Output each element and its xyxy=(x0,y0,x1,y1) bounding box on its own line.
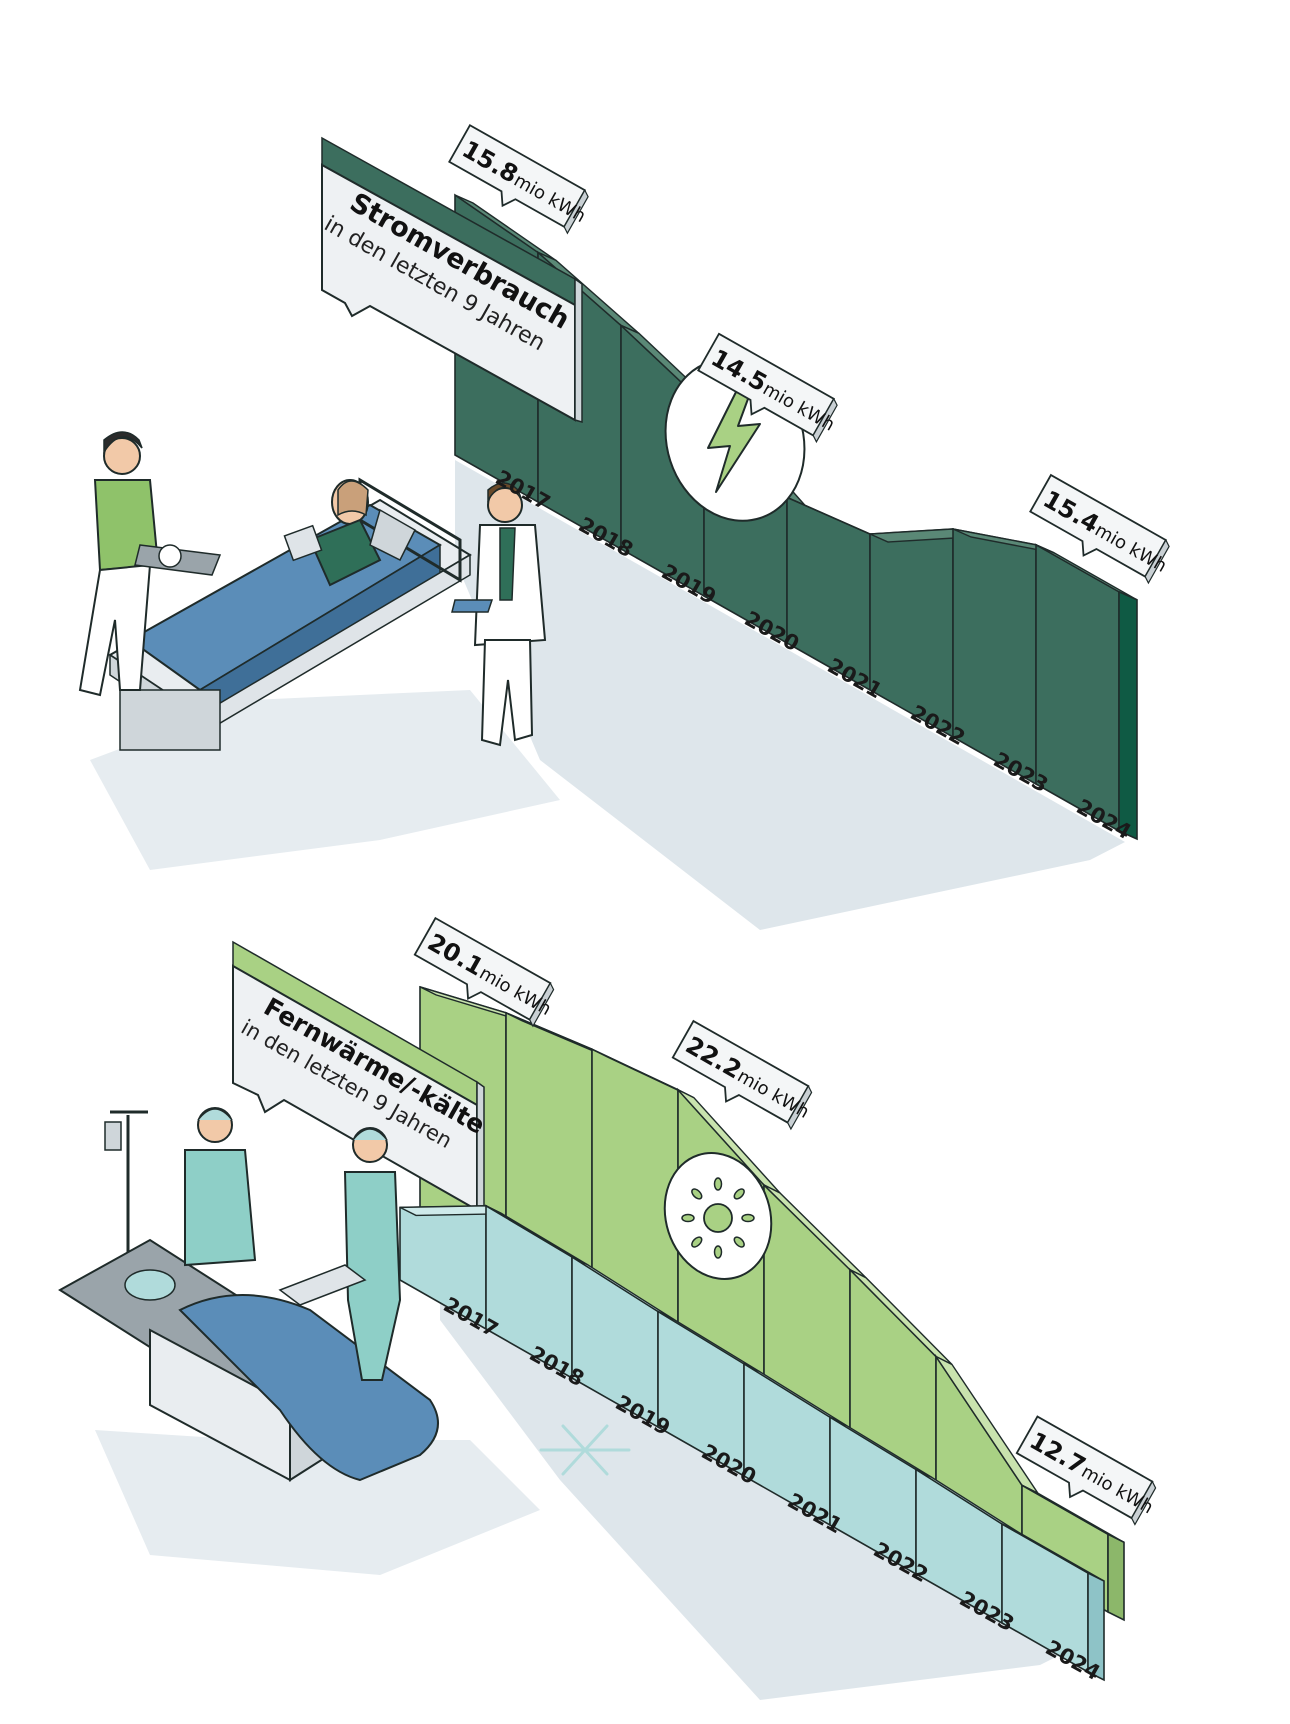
chart1-shadow xyxy=(455,460,1125,930)
sun-ray xyxy=(691,1188,703,1200)
chart1-end-face xyxy=(1118,590,1138,841)
chart2-end-face xyxy=(1107,1533,1125,1622)
chart2-cold-panels xyxy=(399,1204,1105,1682)
sun-ray xyxy=(713,1245,723,1259)
chart1-panel-2024 xyxy=(1035,543,1120,833)
sun-ray xyxy=(691,1236,703,1248)
hospital-bed-scene xyxy=(78,431,547,751)
sun-ray xyxy=(733,1188,745,1200)
chart1-title-board: Stromverbrauch in den letzten 9 Jahren xyxy=(320,136,583,423)
scene2-shadow xyxy=(95,1430,540,1575)
sun-ray xyxy=(681,1213,695,1223)
chart1-panel-2023 xyxy=(952,528,1037,786)
sun-ray xyxy=(741,1213,755,1223)
chart2-cold-end-face xyxy=(1087,1571,1105,1682)
operating-room-scene xyxy=(58,1107,439,1482)
snowflake-icon xyxy=(539,1424,631,1476)
sun-ray xyxy=(733,1236,745,1248)
sun-ray xyxy=(713,1177,723,1191)
sun-icon xyxy=(663,1152,773,1280)
